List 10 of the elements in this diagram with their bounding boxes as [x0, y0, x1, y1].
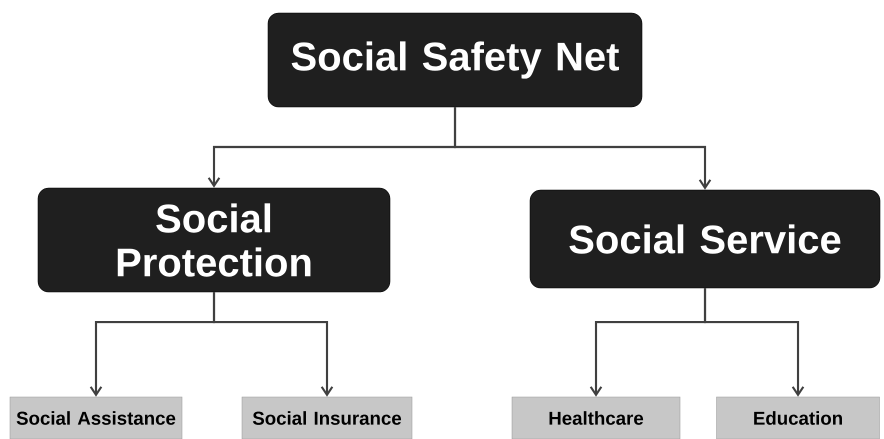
title-box: Social Service — [530, 190, 880, 288]
category-box: Social Insurance — [242, 396, 412, 439]
category-box: Social Assistance — [10, 396, 182, 439]
arrow — [704, 288, 804, 397]
arrow — [212, 292, 334, 397]
arrow — [454, 107, 712, 190]
title-box: Social Protection — [38, 188, 390, 292]
title-box: Social Safety Net — [268, 12, 642, 108]
category-box: Healthcare — [512, 396, 680, 439]
category-box: Education — [716, 396, 880, 439]
